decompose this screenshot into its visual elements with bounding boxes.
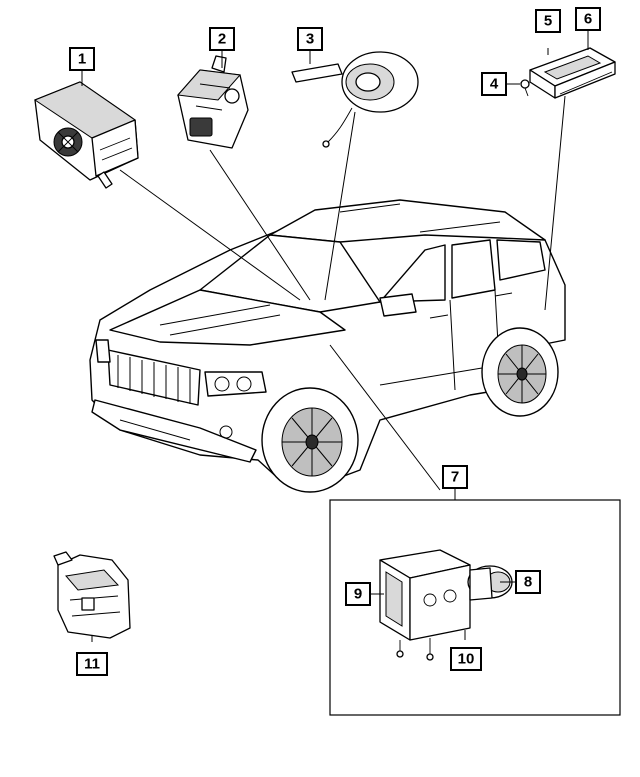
callout-9-label: 9 xyxy=(354,586,362,603)
callout-2: 2 xyxy=(209,27,235,51)
callout-5-label: 5 xyxy=(544,13,552,30)
callout-4: 4 xyxy=(481,72,507,96)
callout-8: 8 xyxy=(515,570,541,594)
callout-3: 3 xyxy=(297,27,323,51)
part-11-bracket[interactable] xyxy=(53,551,131,639)
callout-11: 11 xyxy=(76,652,108,676)
part-3-clockspring[interactable] xyxy=(291,51,419,148)
part-2-actuator[interactable] xyxy=(177,55,249,149)
callout-4-label: 4 xyxy=(490,76,499,93)
callout-6-label: 6 xyxy=(584,11,592,28)
callout-10: 10 xyxy=(450,647,482,671)
callout-6: 6 xyxy=(575,7,601,31)
part-5-6-module[interactable] xyxy=(529,47,616,99)
group-7-frame xyxy=(329,499,621,716)
callout-1-label: 1 xyxy=(78,51,86,68)
part-4-screw[interactable] xyxy=(520,79,530,97)
callout-1: 1 xyxy=(69,47,95,71)
callout-11-label: 11 xyxy=(84,656,100,673)
callout-7: 7 xyxy=(442,465,468,489)
callout-5: 5 xyxy=(535,9,561,33)
callout-2-label: 2 xyxy=(218,31,226,48)
callout-3-label: 3 xyxy=(306,31,314,48)
callout-9: 9 xyxy=(345,582,371,606)
leader-lines xyxy=(81,30,589,642)
callout-8-label: 8 xyxy=(524,574,532,591)
callout-10-label: 10 xyxy=(458,651,475,668)
part-8-9-10-abs-module[interactable] xyxy=(379,549,513,661)
part-1-module[interactable] xyxy=(33,81,139,189)
callout-7-label: 7 xyxy=(451,469,459,486)
vehicle xyxy=(89,199,566,493)
